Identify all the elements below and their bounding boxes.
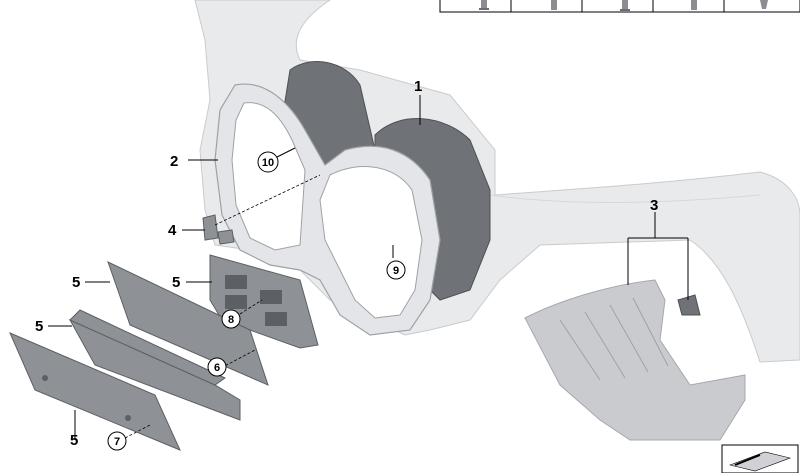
fastener-icon <box>620 0 630 11</box>
svg-text:8: 8 <box>228 314 234 326</box>
callout-8: 8 <box>221 309 241 329</box>
fastener-icon <box>479 0 489 10</box>
lower-trim-3 <box>524 279 746 441</box>
callout-3: 3 <box>650 197 658 214</box>
plate-bracket-mid <box>107 261 269 386</box>
callout-5-a: 5 <box>72 274 80 291</box>
callout-2: 2 <box>170 153 178 170</box>
callout-5-d: 5 <box>70 432 78 449</box>
callout-6: 6 <box>207 357 227 377</box>
callout-labels: 1 2 3 4 5 5 5 5 6 7 8 9 10 <box>35 78 658 451</box>
svg-text:10: 10 <box>262 157 274 169</box>
plate-bracket-lower <box>68 309 241 421</box>
fastener-icon <box>760 0 768 9</box>
svg-text:6: 6 <box>214 362 220 374</box>
leader-lines <box>48 95 689 440</box>
clip-4 <box>202 214 235 245</box>
fastener-icon <box>551 0 557 10</box>
svg-text:7: 7 <box>114 436 120 448</box>
callout-1: 1 <box>414 78 422 95</box>
fastener-table <box>439 0 800 13</box>
callout-9: 9 <box>386 260 406 280</box>
callout-5-b: 5 <box>172 274 180 291</box>
plate-base <box>9 332 181 451</box>
callout-5-c: 5 <box>35 318 43 335</box>
svg-text:9: 9 <box>393 265 399 277</box>
callout-7: 7 <box>107 431 127 451</box>
callout-10: 10 <box>257 151 279 173</box>
grille-frame-2 <box>214 83 441 336</box>
reference-icon <box>721 444 799 473</box>
fastener-icon <box>691 0 697 10</box>
callout-4: 4 <box>168 222 177 239</box>
